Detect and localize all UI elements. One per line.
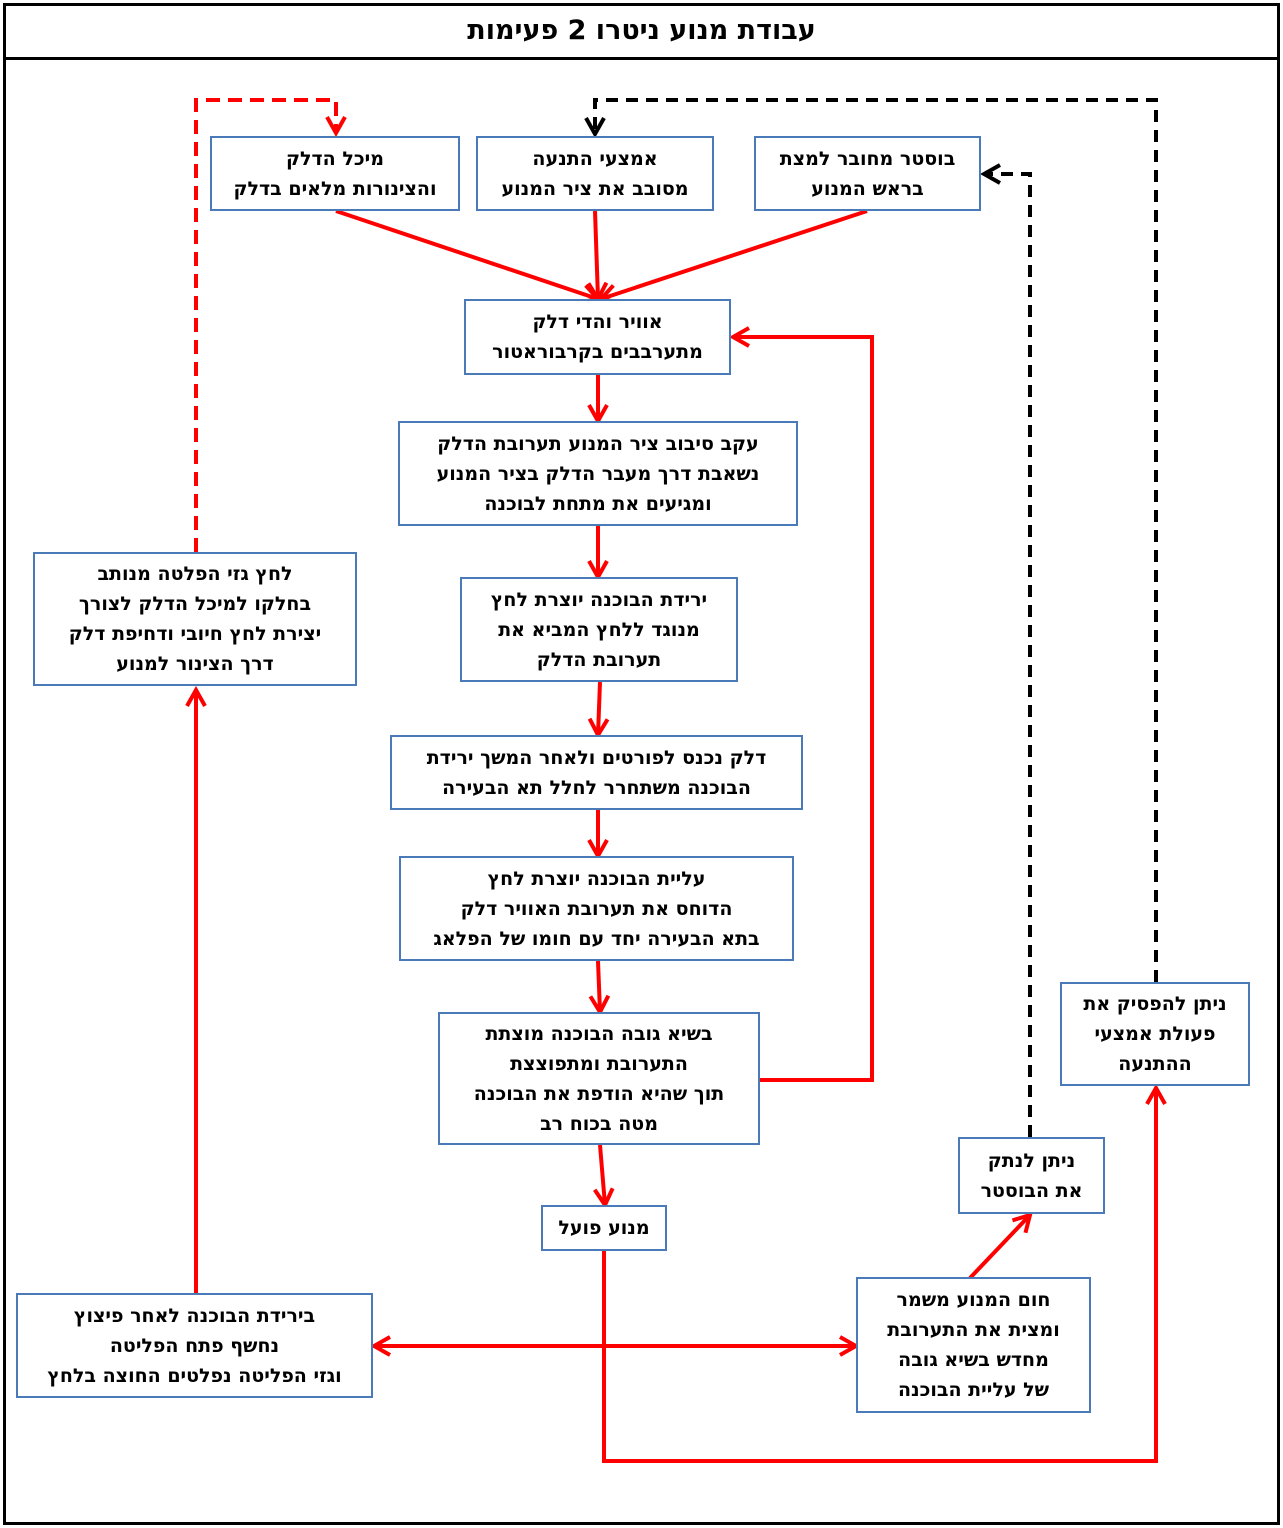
box-text-line: מיכל הדלק [286, 147, 384, 170]
box-text: בירידת הבוכנה לאחר פיצוץ נחשף פתח הפליטה ו… [47, 1301, 341, 1391]
box-text-line: דלק נכנס לפורטים ולאחר המשך ירידת [426, 746, 767, 769]
arrow-starter-to-carburetor [595, 210, 598, 299]
arrow-heat-to-disconnect-booster [968, 1215, 1030, 1280]
box-text-line: מנוע פועל [558, 1217, 650, 1239]
box-text-line: הבוכנה משתחרר לחלל תא הבעירה [442, 776, 751, 799]
box-text: עליית הבוכנה יוצרת לחץ הדוחס את תערובת הא… [433, 864, 759, 954]
box-text-line: מתערבבים בקרבוראטור [492, 341, 703, 363]
box-text-line: הדוחס את תערובת האוויר דלק [460, 897, 733, 920]
arrow-engine-running-to-stop-starter [602, 1088, 1156, 1463]
box-ignition: בשיא גובה הבוכנה מוצתת התערובת ומתפוצצת תו… [438, 1012, 760, 1145]
box-text-line: מטה בכוח רב [540, 1112, 658, 1135]
box-text-line: של עליית הבוכנה [897, 1379, 1050, 1401]
box-piston-down-pressure: ירידת הבוכנה יוצרת לחץ מנוגד ללחץ המביא א… [460, 577, 738, 682]
box-text-line: נחשף פתח הפליטה [109, 1334, 280, 1357]
box-text-line: בוסטר מחובר למצת [779, 147, 956, 170]
box-text-line: בראש המנוע [811, 177, 924, 200]
box-text: אמצעי התנעה מסובב את ציר המנוע [501, 144, 688, 204]
box-text-line: את הבוסטר [980, 1179, 1083, 1202]
box-text: בשיא גובה הבוכנה מוצתת התערובת ומתפוצצת תו… [474, 1019, 724, 1139]
box-text-line: התערובת ומתפוצצת [510, 1052, 688, 1075]
box-text: עקב סיבוב ציר המנוע תערובת הדלק נשאבת דרך… [437, 429, 760, 519]
box-text-line: עליית הבוכנה יוצרת לחץ [487, 867, 706, 890]
arrow-booster-to-carburetor [601, 209, 868, 299]
box-text-line: ניתן להפסיק את [1083, 993, 1227, 1015]
box-text: ניתן לנתק את הבוסטר [981, 1146, 1083, 1206]
box-text-line: תוך שהיא הודפת את הבוכנה [473, 1082, 725, 1105]
box-exhaust-open: בירידת הבוכנה לאחר פיצוץ נחשף פתח הפליטה ו… [16, 1293, 373, 1398]
dashed-arrow-disconnect-to-booster [984, 174, 1032, 1137]
box-text-line: מחדש בשיא גובה [898, 1349, 1049, 1371]
arrow-ignition-loop-to-carburetor [733, 337, 874, 1082]
arrow-ignition-to-engine-running [600, 1144, 605, 1205]
box-text-line: והצינורות מלאים בדלק [233, 177, 437, 200]
box-text-line: בירידת הבוכנה לאחר פיצוץ [73, 1304, 316, 1327]
diagram-frame [3, 3, 1280, 1525]
dashed-arrow-stop-to-starter [595, 98, 1158, 982]
box-text-line: ומגיעים את מתחת לבוכנה [484, 492, 712, 515]
box-text: ניתן להפסיק את פעולת אמצעי ההתנעה [1083, 989, 1226, 1079]
box-engine-heat: חום המנוע משמר ומצית את התערובת מחדש בשיא … [856, 1277, 1091, 1413]
box-text-line: תערובת הדלק [536, 648, 662, 671]
box-starter: אמצעי התנעה מסובב את ציר המנוע [476, 136, 714, 211]
box-text: ירידת הבוכנה יוצרת לחץ מנוגד ללחץ המביא א… [491, 585, 707, 675]
box-text-line: עקב סיבוב ציר המנוע תערובת הדלק [437, 432, 759, 455]
box-text-line: בשיא גובה הבוכנה מוצתת [485, 1022, 713, 1045]
box-text-line: אוויר והדי דלק [532, 311, 663, 333]
box-text-line: דרך הצינור למנוע [116, 653, 274, 675]
box-text-line: פעולת אמצעי [1094, 1023, 1216, 1045]
arrow-piston-up-to-ignition [598, 960, 600, 1012]
box-text-line: ומצית את התערובת [887, 1319, 1060, 1341]
page-title: עבודת מנוע ניטרו 2 פעימות [467, 14, 816, 46]
box-text-line: ניתן לנתק [987, 1149, 1076, 1172]
box-booster: בוסטר מחובר למצת בראש המנוע [754, 136, 981, 211]
box-text: אוויר והדי דלק מתערבבים בקרבוראטור [492, 307, 703, 367]
box-text-line: אמצעי התנעה [532, 147, 658, 170]
box-engine-running: מנוע פועל [541, 1205, 667, 1251]
box-shaft-rotation: עקב סיבוב ציר המנוע תערובת הדלק נשאבת דרך… [398, 421, 798, 526]
box-exhaust-pressure: לחץ גזי הפלטה מנותב בחלקו למיכל הדלק לצור… [33, 552, 357, 686]
box-ports: דלק נכנס לפורטים ולאחר המשך ירידת הבוכנה … [390, 735, 803, 810]
box-text: חום המנוע משמר ומצית את התערובת מחדש בשיא … [887, 1285, 1060, 1405]
box-text-line: בחלקו למיכל הדלק לצורך [78, 593, 312, 615]
box-text: בוסטר מחובר למצת בראש המנוע [780, 144, 956, 204]
box-text-line: נשאבת דרך מעבר הדלק בציר המנוע [436, 462, 760, 485]
dashed-arrow-pressure-to-fuel-tank [194, 98, 336, 552]
box-text: דלק נכנס לפורטים ולאחר המשך ירידת הבוכנה … [427, 743, 767, 803]
arrow-piston-down-to-ports [598, 681, 600, 735]
box-text-line: וגזי הפליטה נפלטים החוצה בלחץ [47, 1364, 342, 1387]
box-text: מיכל הדלק והצינורות מלאים בדלק [233, 144, 436, 204]
box-text-line: מנוגד ללחץ המביא את [498, 618, 700, 641]
box-text-line: לחץ גזי הפלטה מנותב [97, 563, 293, 585]
box-piston-up: עליית הבוכנה יוצרת לחץ הדוחס את תערובת הא… [399, 856, 794, 961]
box-text: מנוע פועל [558, 1213, 649, 1243]
box-text-line: ההתנעה [1118, 1053, 1192, 1075]
box-disconnect-booster: ניתן לנתק את הבוסטר [958, 1137, 1105, 1214]
box-stop-starter: ניתן להפסיק את פעולת אמצעי ההתנעה [1060, 982, 1250, 1086]
box-fuel-tank: מיכל הדלק והצינורות מלאים בדלק [210, 136, 460, 211]
box-carburetor: אוויר והדי דלק מתערבבים בקרבוראטור [464, 299, 731, 375]
box-text-line: חום המנוע משמר [896, 1289, 1051, 1311]
box-text-line: יצירת לחץ חיובי ודחיפת דלק [68, 623, 322, 645]
box-text-line: בתא הבעירה יחד עם חומו של הפלאג [433, 927, 760, 950]
arrow-fuel-tank-to-carburetor [335, 209, 598, 299]
box-text: לחץ גזי הפלטה מנותב בחלקו למיכל הדלק לצור… [69, 559, 321, 679]
box-text-line: מסובב את ציר המנוע [501, 177, 689, 200]
box-text-line: ירידת הבוכנה יוצרת לחץ [490, 588, 708, 611]
title-bar: עבודת מנוע ניטרו 2 פעימות [3, 3, 1280, 60]
